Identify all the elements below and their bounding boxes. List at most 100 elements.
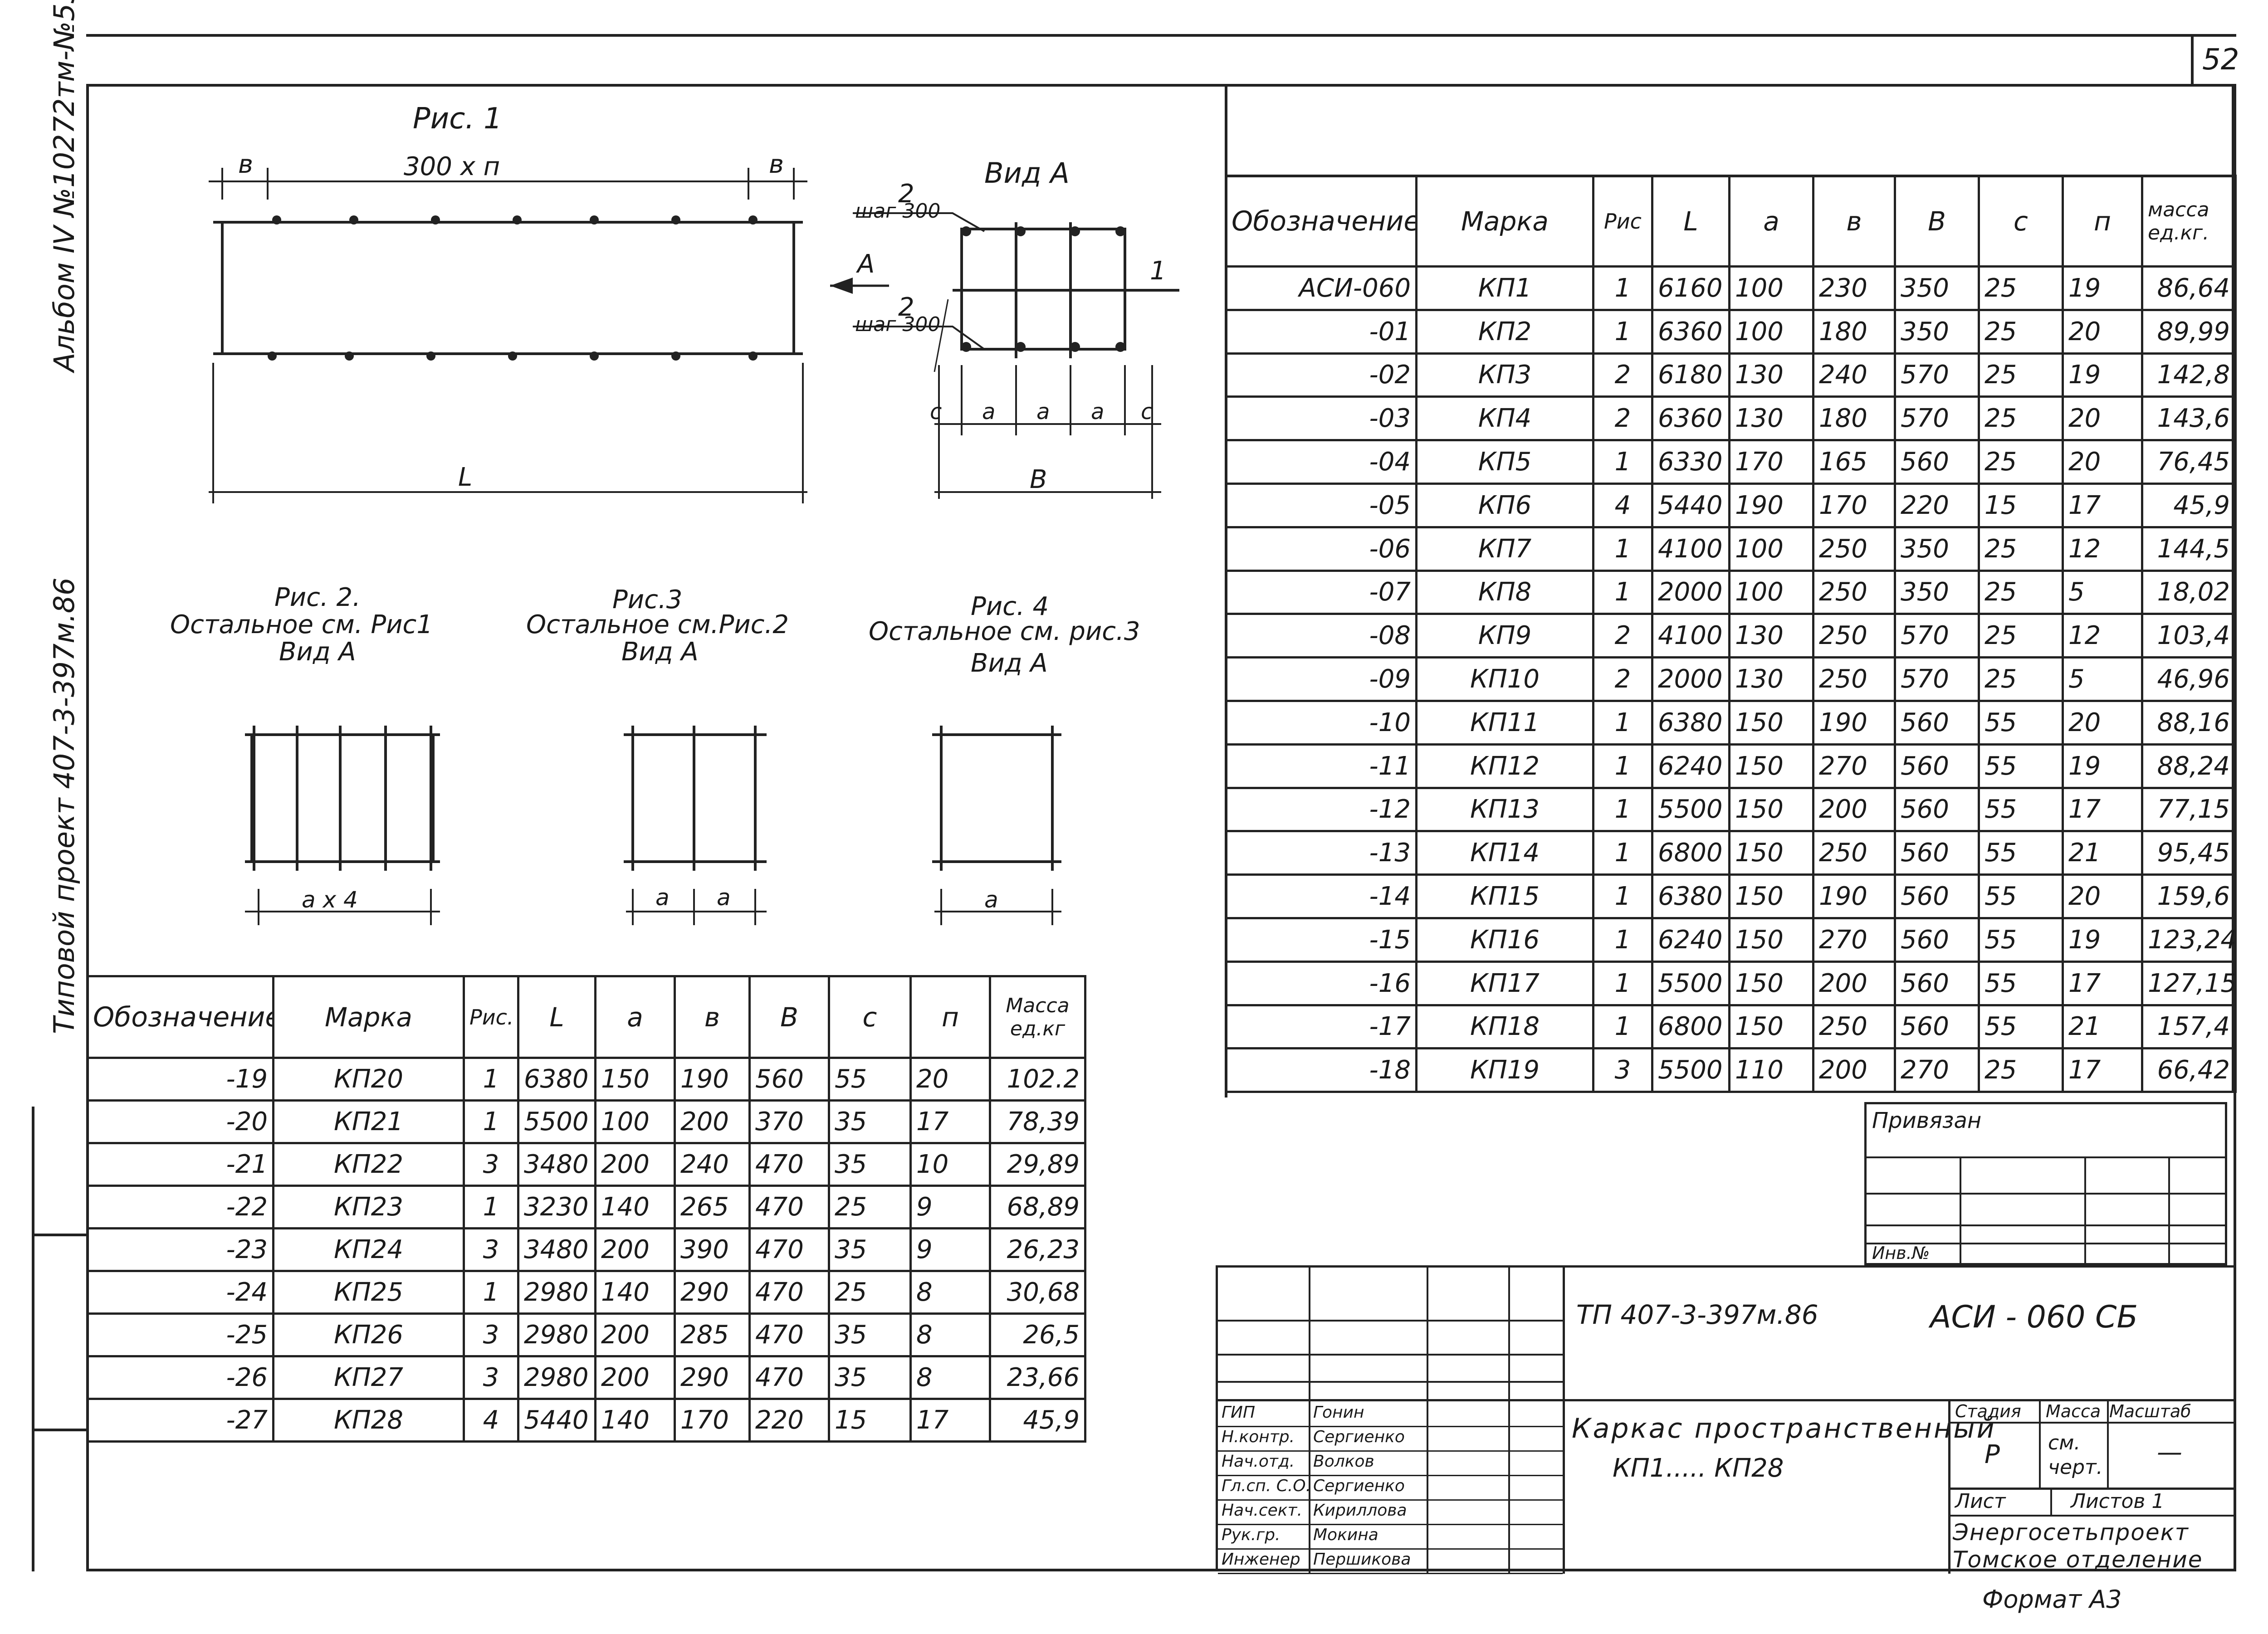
rt-cell: 25 <box>1978 1047 2064 1093</box>
staff-name: Сергиенко <box>1313 1428 1405 1446</box>
lt-cell: КП23 <box>272 1185 465 1229</box>
lt-cell: 560 <box>748 1057 830 1102</box>
rt-cell: 66,42 <box>2141 1047 2237 1093</box>
rt-cell: 6240 <box>1651 743 1730 789</box>
lt-cell: 26,23 <box>989 1227 1086 1272</box>
lt-cell: 45,9 <box>989 1398 1086 1443</box>
staff-role: Н.контр. <box>1222 1428 1295 1446</box>
rt-cell: 1 <box>1592 786 1653 833</box>
rt-cell: КП10 <box>1415 656 1594 702</box>
lt-cell: 220 <box>748 1398 830 1443</box>
rt-cell: 1 <box>1592 699 1653 746</box>
rt-cell: -15 <box>1225 917 1418 963</box>
rt-cell: 2 <box>1592 395 1653 442</box>
rt-cell: 1 <box>1592 439 1653 485</box>
item-name-line1: Каркас пространственный <box>1572 1413 1996 1444</box>
rt-cell: 143,6 <box>2141 395 2237 442</box>
rt-cell: -06 <box>1225 526 1418 572</box>
fig2-dim-label: а х 4 <box>302 887 358 913</box>
lt-cell: 102.2 <box>989 1057 1086 1102</box>
fig1-length-label: L <box>458 463 473 492</box>
rt-cell: 350 <box>1894 308 1980 355</box>
lt-cell: 5440 <box>517 1398 596 1443</box>
lt-header-n: п <box>909 975 991 1059</box>
rt-cell: 130 <box>1728 656 1814 702</box>
rt-cell: -08 <box>1225 613 1418 659</box>
rt-cell: 159,6 <box>2141 873 2237 919</box>
lt-cell: 470 <box>748 1312 830 1357</box>
rt-cell: 6180 <box>1651 352 1730 398</box>
rt-cell: 15 <box>1978 482 2064 528</box>
org-name-1: Энергосетьпроект <box>1953 1519 2189 1546</box>
rt-cell: 560 <box>1894 873 1980 919</box>
rt-cell: -03 <box>1225 395 1418 442</box>
rt-cell: КП17 <box>1415 960 1594 1006</box>
rt-cell: 55 <box>1978 830 2064 876</box>
rt-cell: 88,16 <box>2141 699 2237 746</box>
lt-cell: 29,89 <box>989 1142 1086 1187</box>
fig2-note: Остальное см. Рис1 <box>170 610 433 639</box>
rt-cell: 17 <box>2062 482 2143 528</box>
rt-cell: 19 <box>2062 917 2143 963</box>
rt-cell: 12 <box>2062 613 2143 659</box>
rt-cell: 5 <box>2062 656 2143 702</box>
rt-cell: 17 <box>2062 786 2143 833</box>
lt-header-c: с <box>828 975 912 1059</box>
rt-cell: 100 <box>1728 526 1814 572</box>
scale-header: Масштаб <box>2109 1401 2191 1421</box>
lt-cell: 55 <box>828 1057 912 1102</box>
lt-cell: 30,68 <box>989 1270 1086 1315</box>
lt-cell: 35 <box>828 1312 912 1357</box>
rt-cell: 560 <box>1894 786 1980 833</box>
lt-cell: 470 <box>748 1227 830 1272</box>
rt-cell: 17 <box>2062 960 2143 1006</box>
rt-cell: 180 <box>1812 395 1896 442</box>
rt-cell: 165 <box>1812 439 1896 485</box>
rt-cell: КП6 <box>1415 482 1594 528</box>
rt-cell: 45,9 <box>2141 482 2237 528</box>
lt-cell: 17 <box>909 1398 991 1443</box>
rt-cell: 190 <box>1728 482 1814 528</box>
rt-cell: 25 <box>1978 656 2064 702</box>
rt-cell: 150 <box>1728 743 1814 789</box>
rt-cell: 250 <box>1812 613 1896 659</box>
lt-cell: 15 <box>828 1398 912 1443</box>
rt-cell: 270 <box>1812 917 1896 963</box>
lt-cell: 200 <box>674 1099 751 1144</box>
rt-header-mark: Марка <box>1415 175 1594 268</box>
rt-cell: 20 <box>2062 395 2143 442</box>
rt-cell: 76,45 <box>2141 439 2237 485</box>
rt-cell: 200 <box>1812 786 1896 833</box>
rt-cell: 2 <box>1592 656 1653 702</box>
lt-header-L: L <box>517 975 596 1059</box>
rt-cell: 20 <box>2062 699 2143 746</box>
staff-row-divider <box>1218 1475 1563 1476</box>
lt-cell: 470 <box>748 1270 830 1315</box>
rt-cell: 150 <box>1728 830 1814 876</box>
lt-cell: -24 <box>86 1270 274 1315</box>
rt-cell: КП19 <box>1415 1047 1594 1093</box>
lt-cell: -21 <box>86 1142 274 1187</box>
rt-cell: -09 <box>1225 656 1418 702</box>
lt-cell: КП27 <box>272 1355 465 1400</box>
rt-cell: 560 <box>1894 439 1980 485</box>
lt-cell: 1 <box>463 1185 519 1229</box>
lt-cell: 23,66 <box>989 1355 1086 1400</box>
rt-cell: 21 <box>2062 1004 2143 1050</box>
rt-cell: КП12 <box>1415 743 1594 789</box>
rt-cell: 4 <box>1592 482 1653 528</box>
stage-header: Стадия <box>1955 1401 2021 1421</box>
rt-cell: 5 <box>2062 569 2143 615</box>
fig3-note: Остальное см.Рис.2 <box>526 610 789 639</box>
view-a-dim-c-right: с <box>1141 399 1153 424</box>
